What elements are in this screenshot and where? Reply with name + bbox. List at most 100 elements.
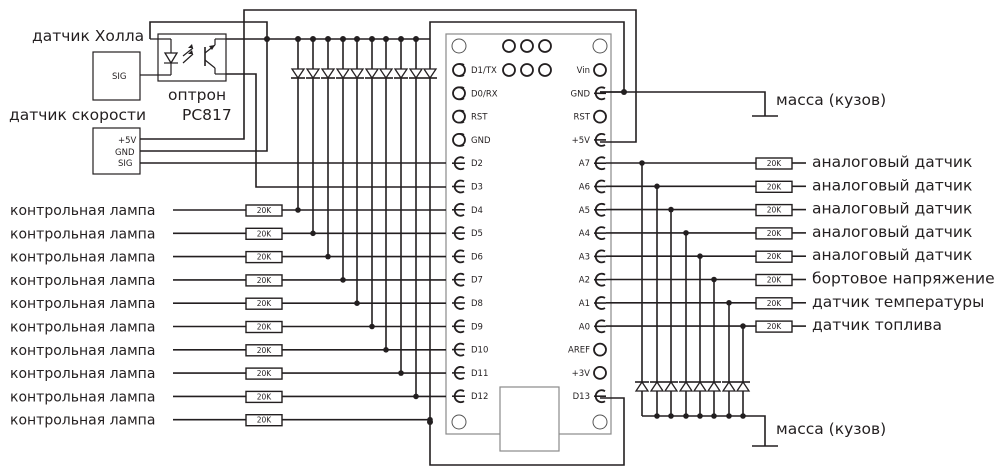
- speed-pin-sig: SIG: [118, 159, 133, 169]
- diode-icon: [692, 380, 708, 392]
- lamp-label: контрольная лампа: [10, 273, 155, 289]
- resistor-value: 20K: [257, 206, 273, 215]
- resistor-value: 20K: [767, 229, 783, 238]
- speed-sensor-label: датчик скорости: [9, 106, 146, 124]
- analog-sensor-label: бортовое напряжение: [812, 270, 995, 288]
- diode-icon: [735, 380, 751, 392]
- pin-3v: [593, 365, 607, 380]
- junction: [413, 393, 419, 400]
- resistor-value: 20K: [767, 322, 783, 331]
- speed-pin-gnd: GND: [115, 148, 135, 158]
- optocoupler-box: [157, 33, 227, 82]
- lamp-label: контрольная лампа: [10, 413, 155, 429]
- diode-icon: [393, 68, 409, 80]
- resistor-value: 20K: [257, 276, 273, 285]
- hall-sensor: SIG датчик Холла: [32, 27, 144, 101]
- resistor-value: 20K: [257, 369, 273, 378]
- resistor-value: 20K: [767, 159, 783, 168]
- icsp-pin: [520, 63, 534, 77]
- pin-label: D4: [471, 206, 483, 216]
- pin-label: AREF: [568, 346, 590, 356]
- diode-icon: [649, 380, 665, 392]
- lamp-label: контрольная лампа: [10, 366, 155, 382]
- optocoupler-label: оптрон: [168, 86, 226, 104]
- pin-label: D9: [471, 322, 483, 332]
- junction: [340, 36, 346, 42]
- analog-sensor-label: аналоговый датчик: [812, 200, 972, 218]
- lamp-label: контрольная лампа: [10, 226, 155, 242]
- mounting-hole: [592, 414, 608, 430]
- icsp-pin: [520, 39, 534, 53]
- pin-label: RST: [574, 113, 591, 123]
- pin-label: D11: [471, 369, 488, 379]
- icsp-pin: [538, 39, 552, 53]
- lamp-rows: контрольная лампа 20K контрольная лампа 20K…: [10, 203, 446, 429]
- icsp-pin: [502, 63, 516, 77]
- hall-sensor-label: датчик Холла: [32, 27, 144, 45]
- lamp-label: контрольная лампа: [10, 250, 155, 266]
- speed-pin-5v: +5V: [118, 136, 137, 146]
- optocoupler-model: PC817: [182, 106, 232, 124]
- pin-label: D3: [471, 183, 483, 193]
- lamp-row: контрольная лампа 20K: [10, 250, 446, 266]
- pin-label: D5: [471, 229, 483, 239]
- resistor-value: 20K: [767, 276, 783, 285]
- lamp-row: контрольная лампа 20K: [10, 273, 446, 289]
- resistor-value: 20K: [767, 206, 783, 215]
- junction: [340, 277, 346, 283]
- pin-label: A5: [579, 206, 590, 216]
- hall-sig-pin-label: SIG: [112, 72, 127, 82]
- optocoupler: оптрон PC817: [140, 33, 232, 124]
- pin-label: D12: [471, 392, 488, 402]
- resistor-value: 20K: [257, 253, 273, 262]
- pin-label: A7: [579, 159, 590, 169]
- board-outline: [445, 33, 612, 435]
- phototransistor-icon: [204, 38, 226, 75]
- resistor-value: 20K: [257, 299, 273, 308]
- diode-icon: [364, 68, 380, 80]
- analog-row-a7: 20K аналоговый датчик: [606, 153, 972, 171]
- diode-icon: [663, 380, 679, 392]
- resistor-value: 20K: [767, 182, 783, 191]
- junction: [398, 370, 404, 376]
- ground-label-top: масса (кузов): [776, 91, 886, 109]
- analog-row-a6: 20K аналоговый датчик: [606, 176, 972, 194]
- mounting-hole: [592, 38, 608, 54]
- analog-sensor-label: датчик температуры: [812, 293, 984, 311]
- junction: [325, 36, 331, 42]
- analog-row-a4: 20K аналоговый датчик: [606, 223, 972, 241]
- analog-sensor-label: аналоговый датчик: [812, 176, 972, 194]
- junction: [383, 36, 389, 42]
- pin-label: D1/TX: [471, 66, 497, 76]
- mounting-hole: [451, 38, 467, 54]
- icsp-pin: [538, 63, 552, 77]
- pin-label: D2: [471, 159, 483, 169]
- pin-aref: [593, 342, 607, 357]
- pin-label: A1: [579, 299, 590, 309]
- icsp-header: [502, 39, 552, 77]
- analog-sensor-label: аналоговый датчик: [812, 153, 972, 171]
- diode-icon: [706, 380, 722, 392]
- arduino-board: D1/TXD0/RXRSTGNDD2D3D4D5D6D7D8D9D10D11D1…: [445, 33, 612, 452]
- analog-sensor-label: аналоговый датчик: [812, 223, 972, 241]
- bottom-ground: [642, 415, 778, 447]
- resistor-value: 20K: [257, 346, 273, 355]
- pin-label: GND: [471, 136, 491, 146]
- pin-label: D0/RX: [471, 89, 498, 99]
- diode-icon: [408, 68, 424, 80]
- pin-label: A6: [579, 183, 590, 193]
- pin-label: A0: [579, 322, 590, 332]
- mounting-hole: [451, 414, 467, 430]
- junction: [413, 36, 419, 42]
- pin-label: A4: [579, 229, 590, 239]
- resistor-value: 20K: [767, 252, 783, 261]
